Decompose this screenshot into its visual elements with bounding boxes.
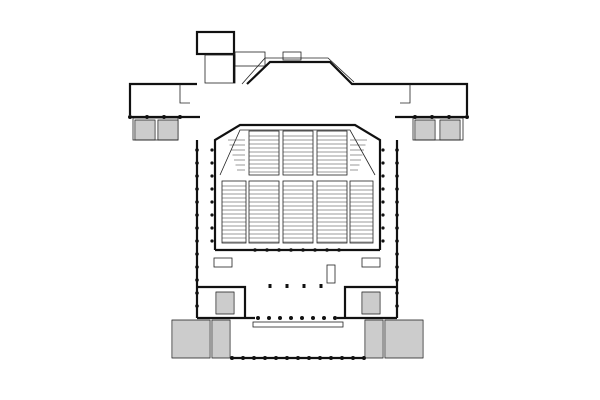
column: [128, 115, 132, 119]
stair-outline: [134, 119, 156, 141]
left-lobby-booth: [213, 257, 233, 268]
column: [381, 239, 385, 243]
column: [322, 316, 326, 320]
column: [195, 200, 199, 204]
column: [178, 115, 182, 119]
column: [381, 226, 385, 230]
column: [395, 226, 399, 230]
column: [195, 174, 199, 178]
column: [381, 200, 385, 204]
column: [465, 115, 469, 119]
rear-tower: [195, 30, 266, 84]
column: [289, 316, 293, 320]
column: [210, 213, 214, 217]
column: [395, 239, 399, 243]
stair-outline: [157, 119, 179, 141]
seat-block: [349, 180, 374, 244]
rear-lobby: [232, 51, 400, 86]
column: [285, 284, 289, 288]
seat-block: [282, 180, 314, 244]
column: [256, 316, 260, 320]
stair-outline: [414, 119, 436, 141]
column: [145, 115, 149, 119]
seat-block: [248, 130, 280, 176]
column: [210, 200, 214, 204]
column: [395, 304, 399, 308]
stair-outline: [361, 291, 381, 315]
entrance: [171, 291, 424, 360]
column: [210, 226, 214, 230]
stair-outline: [364, 319, 384, 359]
column: [195, 291, 199, 295]
seat-block: [221, 180, 247, 244]
column: [381, 161, 385, 165]
column: [195, 148, 199, 152]
left-wing: [128, 82, 197, 141]
column: [195, 304, 199, 308]
column: [210, 187, 214, 191]
column: [319, 284, 323, 288]
stair-outline: [384, 319, 424, 359]
front-stairs: [171, 291, 424, 359]
seat-block: [316, 180, 348, 244]
stair-outline: [215, 291, 235, 315]
column: [395, 278, 399, 282]
seat-block: [282, 130, 314, 176]
column: [195, 265, 199, 269]
right-wing: [400, 82, 469, 141]
stair-outline: [211, 319, 231, 359]
column: [395, 148, 399, 152]
column: [395, 291, 399, 295]
auditorium: [213, 123, 382, 252]
lobby-stair: [326, 264, 336, 284]
column: [162, 115, 166, 119]
column: [413, 115, 417, 119]
column: [300, 316, 304, 320]
column: [395, 161, 399, 165]
column: [195, 278, 199, 282]
column: [395, 252, 399, 256]
column: [195, 161, 199, 165]
column: [195, 187, 199, 191]
column: [267, 316, 271, 320]
column: [210, 148, 214, 152]
column: [381, 174, 385, 178]
column: [195, 226, 199, 230]
column: [302, 284, 306, 288]
column: [447, 115, 451, 119]
column: [395, 174, 399, 178]
column: [395, 213, 399, 217]
column: [395, 200, 399, 204]
column: [395, 265, 399, 269]
stair-outline: [439, 119, 461, 141]
column: [333, 316, 337, 320]
column: [195, 252, 199, 256]
column: [381, 187, 385, 191]
column: [210, 174, 214, 178]
column: [210, 161, 214, 165]
column: [395, 187, 399, 191]
right-wing-stairs: [414, 119, 461, 141]
column: [311, 316, 315, 320]
column: [195, 239, 199, 243]
column: [381, 213, 385, 217]
seat-block: [316, 130, 348, 176]
column: [268, 284, 272, 288]
stair-outline: [171, 319, 211, 359]
seat-block: [248, 180, 280, 244]
column: [210, 239, 214, 243]
column: [381, 148, 385, 152]
column: [278, 316, 282, 320]
seating-blocks: [221, 130, 374, 244]
column: [195, 213, 199, 217]
right-lobby-booth: [361, 257, 381, 268]
left-wing-stairs: [134, 119, 179, 141]
column: [430, 115, 434, 119]
